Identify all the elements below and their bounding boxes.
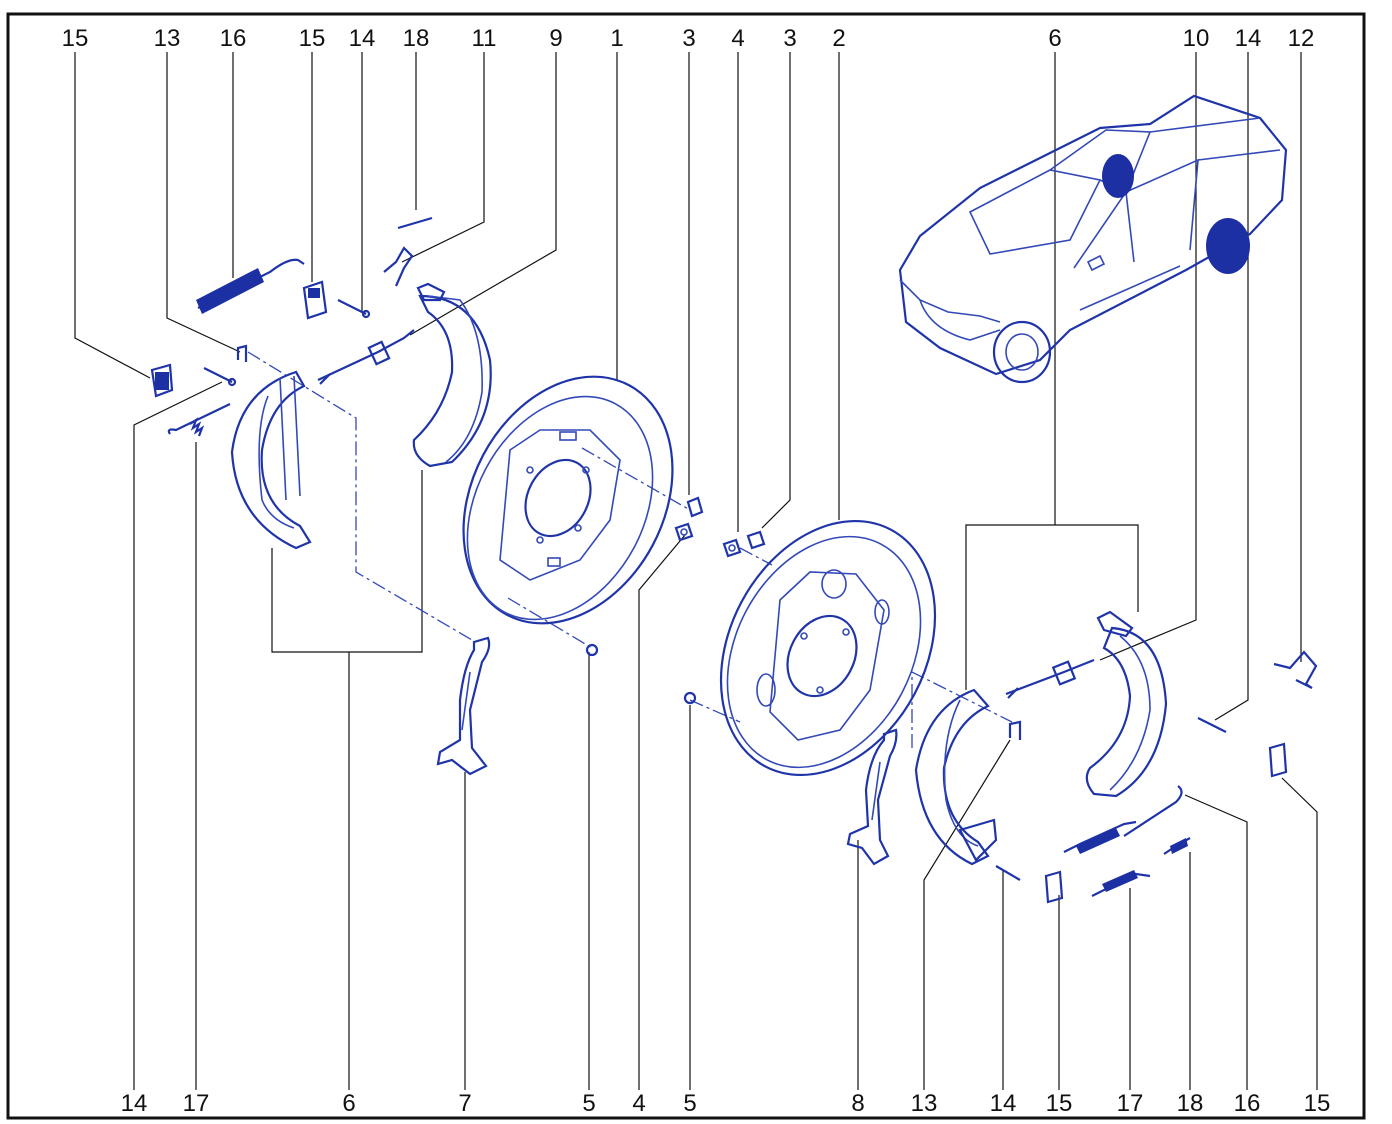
spring-18-right <box>1163 837 1191 855</box>
callout-bottom-12: 17 <box>1117 1090 1144 1117</box>
bracket-11 <box>383 246 414 287</box>
shoe-6-left-b <box>412 282 492 468</box>
alignment-lines <box>247 351 1013 748</box>
callout-top-7: 11 <box>472 25 497 52</box>
callout-bottom-11: 15 <box>1046 1090 1073 1117</box>
lever-8 <box>846 728 898 866</box>
callout-top-1: 15 <box>62 25 89 52</box>
adjuster-10-right <box>1005 658 1095 699</box>
spring-16-right <box>1123 785 1183 837</box>
callout-top-3: 16 <box>220 25 247 52</box>
spring-16-left <box>196 258 305 314</box>
clip-13-left <box>236 344 248 362</box>
callout-top-11: 4 <box>731 25 744 52</box>
callout-top-6: 18 <box>403 25 430 52</box>
callout-bottom-10: 14 <box>990 1090 1017 1117</box>
callout-top-5: 14 <box>349 25 376 52</box>
callout-bottom-5: 5 <box>582 1090 595 1117</box>
callout-bottom-14: 16 <box>1234 1090 1261 1117</box>
callout-bottom-2: 17 <box>183 1090 210 1117</box>
callout-top-12: 3 <box>783 25 796 52</box>
callout-top-17: 12 <box>1288 25 1315 52</box>
clip-15-right-a <box>1268 742 1288 778</box>
spring-17-left <box>167 403 231 437</box>
backing-plate-1 <box>462 375 674 625</box>
callout-bottom-7: 5 <box>683 1090 696 1117</box>
callout-top-14: 6 <box>1048 25 1061 52</box>
bottom-labels: 14 17 6 7 5 4 5 8 13 14 15 17 18 16 15 <box>121 1090 1331 1117</box>
callout-top-10: 3 <box>682 25 695 52</box>
callout-bottom-4: 7 <box>458 1090 471 1117</box>
right-brake-assembly <box>683 519 1318 904</box>
top-labels: 15 13 16 15 14 18 11 9 1 3 4 3 2 6 10 14… <box>62 25 1315 52</box>
callout-bottom-13: 18 <box>1177 1090 1204 1117</box>
shim-3-right <box>746 530 766 550</box>
callout-bottom-9: 13 <box>911 1090 938 1117</box>
adjuster-9-left <box>317 329 415 385</box>
callout-top-16: 14 <box>1235 25 1262 52</box>
lever-7 <box>436 636 491 776</box>
callout-bottom-6: 4 <box>632 1090 645 1117</box>
callout-bottom-8: 8 <box>851 1090 864 1117</box>
bolt-4-left <box>674 522 694 542</box>
callout-top-4: 15 <box>299 25 326 52</box>
shim-3-left <box>686 496 704 518</box>
shoe-6-right-b <box>1085 610 1168 798</box>
clip-13-right <box>1008 720 1022 740</box>
callout-top-9: 1 <box>610 25 623 52</box>
callout-bottom-1: 14 <box>121 1090 148 1117</box>
pin-14-left-b <box>337 299 367 315</box>
callout-bottom-15: 15 <box>1304 1090 1331 1117</box>
spring-17-right <box>1063 820 1151 897</box>
shoe-6-left-a <box>230 370 312 550</box>
shoe-6-right-a <box>914 688 998 866</box>
clip-15-left <box>150 363 174 398</box>
diagram-frame <box>6 12 1366 1120</box>
left-brake-assembly <box>150 216 704 776</box>
pickup-truck-illustration <box>898 94 1288 384</box>
callout-top-15: 10 <box>1183 25 1210 52</box>
callout-top-2: 13 <box>154 25 181 52</box>
plug-5-left <box>585 643 599 657</box>
pin-14-right-a <box>1197 717 1227 733</box>
plug-5-right <box>683 691 697 705</box>
bolt-4-right <box>722 538 742 558</box>
callout-bottom-3: 6 <box>342 1090 355 1117</box>
callout-top-8: 9 <box>549 25 562 52</box>
callout-top-13: 2 <box>832 25 845 52</box>
pin-14-left-a <box>203 367 233 383</box>
leader-lines <box>74 52 1318 1090</box>
spring-18-top <box>397 216 433 230</box>
pin-14-right-b <box>995 865 1021 881</box>
bracket-12 <box>1273 650 1318 689</box>
backing-plate-2 <box>719 519 937 777</box>
clip-15-right-b <box>1044 870 1064 904</box>
clip-15-upper <box>302 280 328 320</box>
